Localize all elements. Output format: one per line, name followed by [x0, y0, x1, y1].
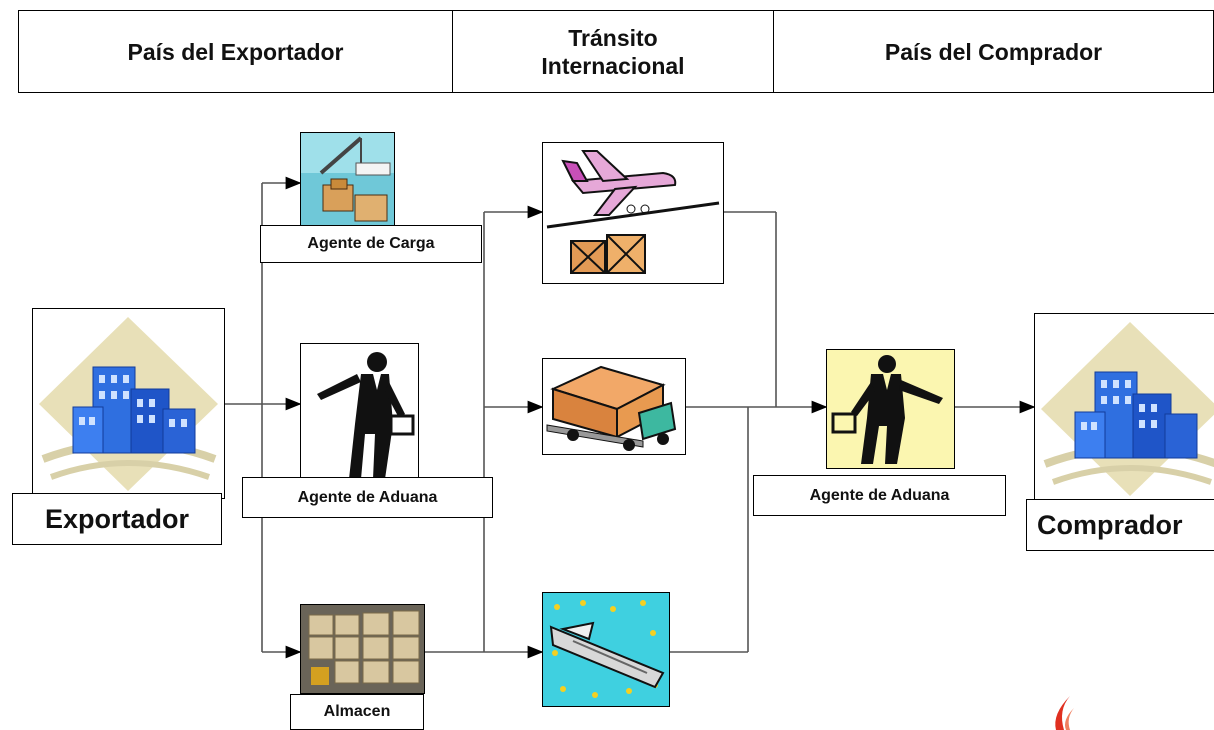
header-transit-line1: Tránsito [568, 24, 658, 51]
exporter-label-text: Exportador [44, 503, 190, 534]
customs-agent-origin-label: Agente de Aduana [242, 477, 493, 518]
office-building-icon [1041, 322, 1214, 496]
exporter-image-box [32, 308, 225, 499]
customs-agent-origin-image-box [300, 343, 419, 488]
buyer-image-box [1034, 313, 1214, 505]
warehouse-image-box [300, 604, 425, 694]
warehouse-label: Almacen [290, 694, 424, 730]
customs-agent-destination-label: Agente de Aduana [753, 475, 1006, 516]
crane-cargo-icon [301, 133, 394, 227]
air-transport-image-box [542, 142, 724, 284]
freight-agent-image-box [300, 132, 395, 228]
office-building-icon [39, 317, 218, 491]
businessman-briefcase-icon [831, 355, 943, 464]
warehouse-boxes-icon [301, 605, 424, 693]
freight-agent-label-text: Agente de Carga [307, 235, 435, 252]
businessman-briefcase-icon [317, 352, 415, 479]
buyer-label-text: Comprador [1037, 509, 1183, 540]
exporter-label: Exportador [12, 493, 222, 545]
truck-icon [546, 365, 677, 451]
header-buyer-country-text: País del Comprador [884, 38, 1103, 65]
customs-agent-destination-label-text: Agente de Aduana [809, 486, 950, 504]
header-exporter-country-text: País del Exportador [127, 38, 344, 65]
buyer-label: Comprador [1026, 499, 1214, 551]
customs-agent-origin-label-text: Agente de Aduana [297, 488, 438, 506]
flame-logo [1055, 696, 1074, 730]
freight-agent-label: Agente de Carga [260, 225, 482, 263]
sea-transport-image-box [542, 592, 670, 707]
airplane-cargo-icon [546, 150, 720, 274]
customs-agent-destination-image-box [826, 349, 955, 469]
header-exporter-country: País del Exportador [18, 10, 453, 93]
header-transit-line2: Internacional [541, 52, 685, 79]
header-buyer-country: País del Comprador [773, 10, 1214, 93]
warehouse-label-text: Almacen [323, 703, 391, 720]
ship-icon [543, 593, 669, 706]
road-transport-image-box [542, 358, 686, 455]
